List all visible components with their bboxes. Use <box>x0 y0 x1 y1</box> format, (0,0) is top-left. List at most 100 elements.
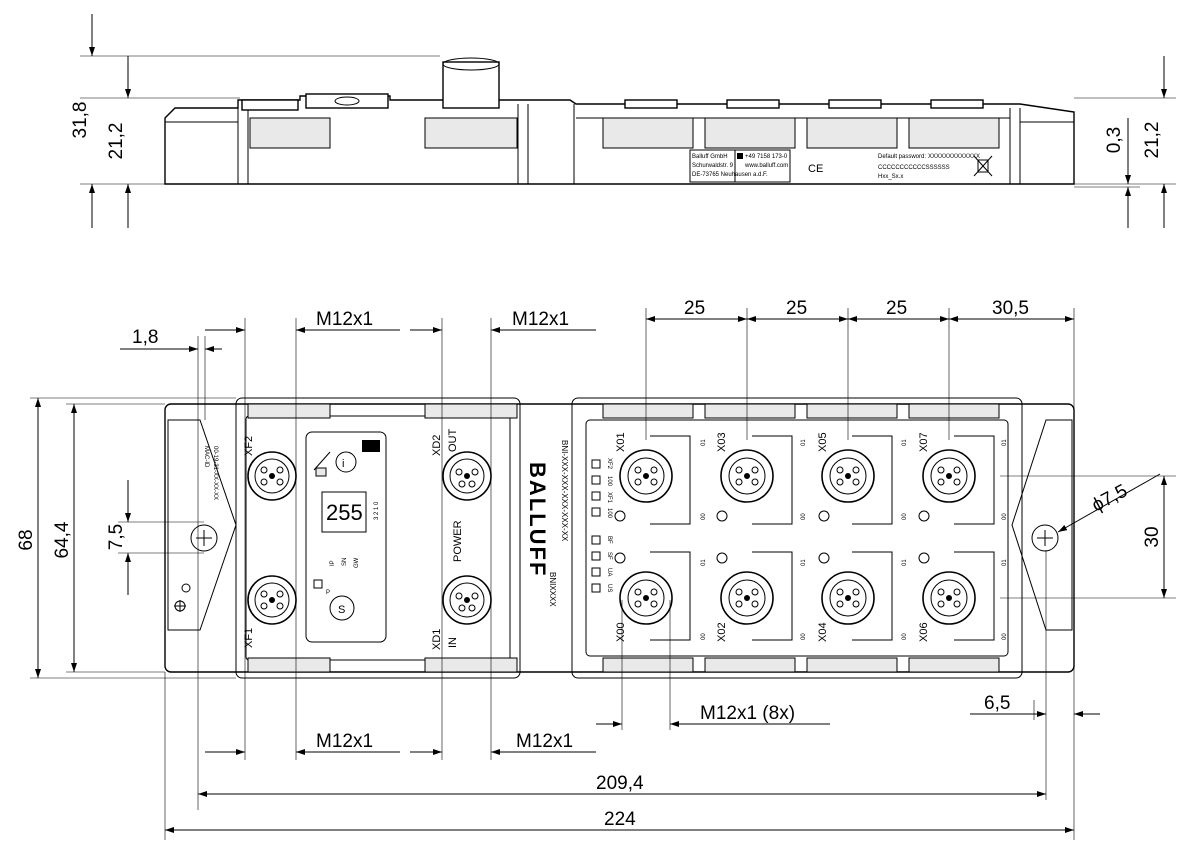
connector-x02 <box>720 571 774 625</box>
label-gw: GW <box>354 557 360 568</box>
dim-length-total: 224 <box>604 809 636 830</box>
display-digits: 3 2 1 0 <box>374 501 380 520</box>
led-label-xf2: XF2 <box>606 458 612 470</box>
info-icon: i <box>342 458 344 470</box>
dim-height-total: 31,8 <box>70 102 91 139</box>
pin-label-00: 00 <box>701 633 707 640</box>
dim-height-right: 21,2 <box>1142 122 1163 159</box>
port-diag-icon <box>918 552 930 564</box>
ce-mark: CE <box>808 163 823 175</box>
company-phone: +49 7158 173-0 <box>745 154 788 160</box>
port-diag-icon <box>818 552 830 564</box>
company-name: Balluff GmbH <box>692 154 728 160</box>
dim-m12-bottom-right: M12x1 <box>516 731 573 752</box>
pin-label-01: 01 <box>801 559 807 566</box>
serial-number: CCCCCCCCCCCSSSSSS <box>878 165 950 171</box>
company-city: DE-73765 Neuhausen a.d.F. <box>692 172 768 178</box>
model-line-2: BNIXXXX <box>548 572 557 607</box>
dim-m12-8x: M12x1 (8x) <box>700 703 795 724</box>
port-frames <box>650 435 995 641</box>
port-label-xf1: XF1 <box>243 628 255 648</box>
company-web: www.balluff.com <box>744 163 788 169</box>
connector-x03 <box>720 449 774 503</box>
top-dimensions: 1,8 M12x1 M12x1 25 25 25 30,5 68 64,4 <box>16 298 1176 840</box>
connector-xf2 <box>247 451 297 501</box>
pin-label-00: 00 <box>801 513 807 520</box>
pin-label-00: 00 <box>701 513 707 520</box>
side-dimensions: 31,8 21,2 0,3 21,2 <box>70 14 1176 228</box>
company-street: Schurwaldstr. 9 <box>692 163 734 169</box>
pin-label-01: 01 <box>902 559 908 566</box>
pin-label-01: 01 <box>1002 559 1008 566</box>
port-label-x02: X02 <box>716 622 728 642</box>
set-icon: S <box>338 604 345 616</box>
pin-label-01: 01 <box>1002 439 1008 446</box>
left-mount: MAC-ID 00-19-31-XX-XX-XX <box>167 419 237 631</box>
pin-label-00: 00 <box>1002 633 1008 640</box>
led-label-bf: BF <box>606 536 612 544</box>
connector-xf1 <box>247 575 297 625</box>
label-sn: SN <box>342 558 348 566</box>
default-password-value: XXXXXXXXXXXXX <box>928 154 980 160</box>
port-diag-icon <box>716 510 728 522</box>
port-diag-icon <box>818 510 830 522</box>
connector-xd2 <box>442 451 492 501</box>
led-label-100b: 100 <box>606 508 612 519</box>
dim-right-30: 30 <box>1142 526 1163 547</box>
port-label-x05: X05 <box>817 432 829 452</box>
label-p: P <box>326 590 330 596</box>
dim-hole-diameter: ϕ7,5 <box>1088 480 1131 516</box>
dim-width-68: 68 <box>16 529 37 550</box>
dim-pitch-2: 25 <box>786 298 807 319</box>
led-label-xf1: XF1 <box>606 492 612 504</box>
dim-m12-bottom-left: M12x1 <box>316 731 373 752</box>
pin-label-01: 01 <box>801 439 807 446</box>
dim-width-64: 64,4 <box>52 521 73 558</box>
model-line-1: BNI-XXX-XXX-XXX-XXX-XX <box>560 440 569 542</box>
port-label-x00: X00 <box>615 622 627 642</box>
weee-bin-icon <box>973 155 993 177</box>
ground-icon <box>174 600 186 612</box>
mac-id-label: MAC-ID <box>203 446 209 468</box>
dim-height-left: 21,2 <box>106 123 127 160</box>
led-column: XF2 100 XF1 100 BF SF UA US <box>591 458 612 593</box>
led-label-sf: SF <box>606 552 612 560</box>
connector-x04 <box>821 571 875 625</box>
top-view: MAC-ID 00-19-31-XX-XX-XX <box>164 397 1075 679</box>
power-label: POWER <box>452 520 464 562</box>
led-label-100a: 100 <box>606 476 612 487</box>
display-value: 255 <box>326 500 363 525</box>
phone-icon <box>737 153 743 159</box>
pin-label-01: 01 <box>701 439 707 446</box>
default-password-label: Default password: <box>878 154 926 160</box>
dim-m12-top-left: M12x1 <box>316 309 373 330</box>
dim-flange: 1,8 <box>132 327 158 348</box>
connector-x07 <box>922 449 976 503</box>
set-button[interactable] <box>329 595 355 621</box>
brand-logo: BALLUFF <box>525 462 550 577</box>
side-view: Balluff GmbH Schurwaldstr. 9 DE-73765 Ne… <box>164 57 1075 185</box>
connector-x01 <box>619 449 673 503</box>
pin-label-00: 00 <box>1002 513 1008 520</box>
display-panel: i 255 3 2 1 0 IP SN GW P S <box>305 431 387 643</box>
port-diag-icon <box>918 510 930 522</box>
label-ip: IP <box>330 560 336 566</box>
dim-pitch-end: 30,5 <box>992 298 1029 319</box>
dim-length-inner: 209,4 <box>596 773 644 794</box>
pin-label-01: 01 <box>902 439 908 446</box>
led-label-us: US <box>606 584 612 592</box>
pin-label-01: 01 <box>701 559 707 566</box>
mac-id-value: 00-19-31-XX-XX-XX <box>212 446 218 500</box>
dim-pitch-3: 25 <box>886 298 907 319</box>
connector-x00 <box>619 571 673 625</box>
right-mount <box>1011 419 1073 631</box>
port-label-x07: X07 <box>918 432 930 452</box>
port-diag-icon <box>614 552 626 564</box>
port-label-x01: X01 <box>615 432 627 452</box>
port-label-xd2: XD2 <box>431 435 443 456</box>
port-label-x04: X04 <box>817 622 829 642</box>
port-label-x06: X06 <box>918 622 930 642</box>
connector-xd1 <box>442 575 492 625</box>
dim-m12-top-right: M12x1 <box>512 309 569 330</box>
led-label-ua: UA <box>606 568 612 576</box>
